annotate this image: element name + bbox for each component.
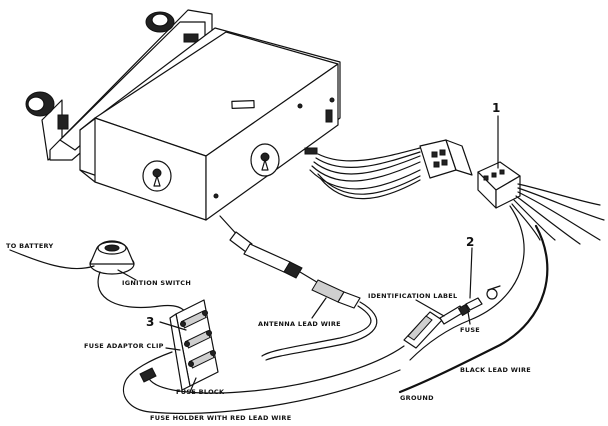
label-fuse-adaptor-clip: FUSE ADAPTOR CLIP	[84, 342, 164, 350]
label-ignition-switch: IGNITION SWITCH	[122, 279, 191, 287]
label-to-battery: TO BATTERY	[6, 242, 54, 250]
adaptor-clip-wire	[122, 351, 401, 414]
harness-connector-female	[419, 139, 473, 179]
label-antenna-lead-wire: ANTENNA LEAD WIRE	[258, 320, 341, 328]
callout-2: 2	[466, 235, 474, 249]
label-ground: GROUND	[400, 394, 434, 402]
label-fuse-holder: FUSE HOLDER WITH RED LEAD WIRE	[150, 414, 291, 422]
red-lead-wire	[149, 345, 405, 394]
ignition-switch	[89, 240, 135, 275]
antenna-cable	[219, 215, 378, 361]
harness-to-fuse-wire	[409, 205, 525, 361]
top-knob	[145, 11, 199, 43]
black-lead-wire	[398, 224, 549, 394]
radio-unit	[25, 9, 341, 221]
keyhole-right	[250, 143, 280, 177]
vehicle-wires	[511, 183, 605, 245]
label-fuse: FUSE	[460, 326, 480, 334]
fuse-holder-inline	[403, 285, 501, 349]
adaptor-clip-connector	[139, 367, 157, 383]
fuse-block-fuse-1	[180, 310, 208, 329]
callout-3: 3	[146, 315, 154, 329]
fuse-block	[169, 299, 219, 391]
label-fuse-block: FUSE BLOCK	[176, 388, 225, 396]
keyhole-left	[142, 160, 172, 192]
leader-lines	[117, 115, 499, 393]
label-black-lead-wire: BLACK LEAD WIRE	[460, 366, 531, 374]
callout-1: 1	[492, 101, 500, 115]
ignition-to-fuseblock-wire	[97, 271, 187, 315]
battery-wire	[9, 249, 95, 270]
harness-connector-male	[477, 161, 521, 209]
label-identification-label: IDENTIFICATION LABEL	[368, 292, 458, 300]
left-knob	[25, 91, 69, 130]
fuse-block-fuse-2	[184, 330, 212, 349]
fuse-block-fuse-3	[188, 350, 216, 369]
wire-harness	[309, 147, 421, 200]
